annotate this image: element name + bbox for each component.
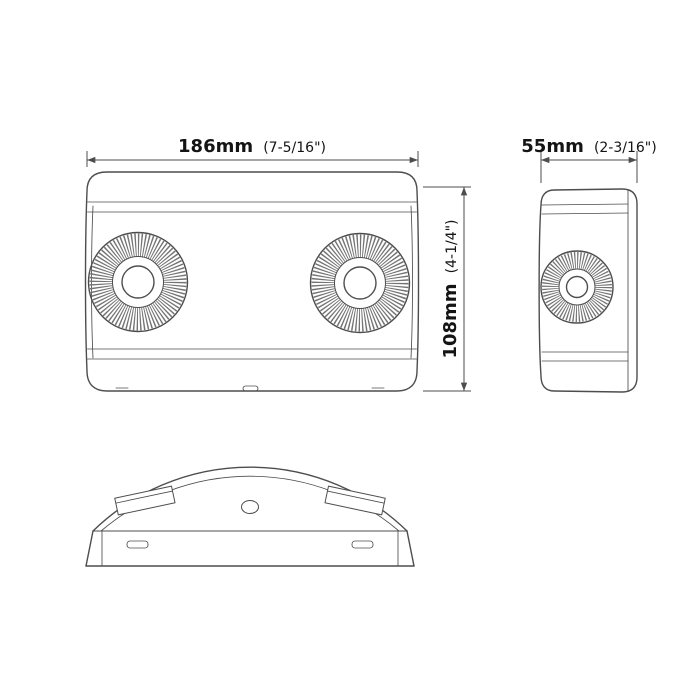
- front-height-dimension: 108mm (4-1/4"): [423, 186, 471, 392]
- front-width-label: 186mm (7-5/16"): [178, 136, 326, 157]
- front-view: [84, 171, 420, 392]
- tab-inner-line: [327, 490, 385, 504]
- top-base-left-edge: [85, 530, 94, 567]
- lamp-grille-pattern: [311, 234, 409, 332]
- side-width-label: 55mm (2-3/16"): [521, 136, 656, 157]
- lamp-mid-ring: [334, 257, 386, 309]
- tab-inner-line: [115, 490, 173, 504]
- side-lamp-head: [540, 250, 614, 324]
- lamp-mid-ring: [558, 268, 596, 306]
- top-right-lamp-tab: [324, 485, 386, 516]
- front-left-lamp-head: [87, 231, 189, 333]
- side-width-dimension: 55mm (2-3/16"): [521, 136, 657, 183]
- top-base-right-edge: [406, 530, 415, 567]
- front-height-imperial-value: (4-1/4"): [444, 219, 460, 273]
- front-right-inner-edge: [410, 205, 413, 359]
- lamp-center-lens: [565, 275, 589, 299]
- lamp-outer-ring: [540, 250, 614, 324]
- tab-outline: [114, 485, 176, 516]
- lamp-outer-ring: [309, 232, 411, 334]
- front-bottom-center-slot: [242, 385, 259, 392]
- lamp-mid-ring: [112, 256, 164, 308]
- lamp-grille-pattern: [89, 233, 187, 331]
- front-height-metric-value: 108mm: [440, 283, 461, 358]
- side-width-imperial-value: (2-3/16"): [594, 140, 657, 156]
- side-view: [538, 188, 638, 393]
- lamp-grille-pattern: [542, 252, 612, 322]
- tab-outline: [324, 485, 386, 516]
- top-left-slot: [126, 540, 149, 549]
- front-width-imperial-value: (7-5/16"): [263, 140, 326, 156]
- front-width-dimension: 186mm (7-5/16"): [86, 136, 419, 167]
- front-height-label: 108mm (4-1/4"): [440, 219, 461, 358]
- top-left-lamp-tab: [114, 485, 176, 516]
- front-right-lamp-head: [309, 232, 411, 334]
- top-right-slot: [351, 540, 374, 549]
- top-view: [85, 466, 415, 567]
- lamp-center-lens: [343, 266, 377, 300]
- lamp-center-lens: [121, 265, 155, 299]
- front-width-metric-value: 186mm: [178, 136, 253, 157]
- lamp-outer-ring: [87, 231, 189, 333]
- side-width-metric-value: 55mm: [521, 136, 584, 157]
- front-left-inner-edge: [91, 205, 94, 359]
- side-top-bezel-line-1: [541, 203, 629, 206]
- side-body-outline: [538, 188, 638, 393]
- top-center-knockout: [241, 500, 259, 514]
- front-body-outline: [84, 171, 420, 392]
- side-top-bezel-line-2: [541, 212, 629, 215]
